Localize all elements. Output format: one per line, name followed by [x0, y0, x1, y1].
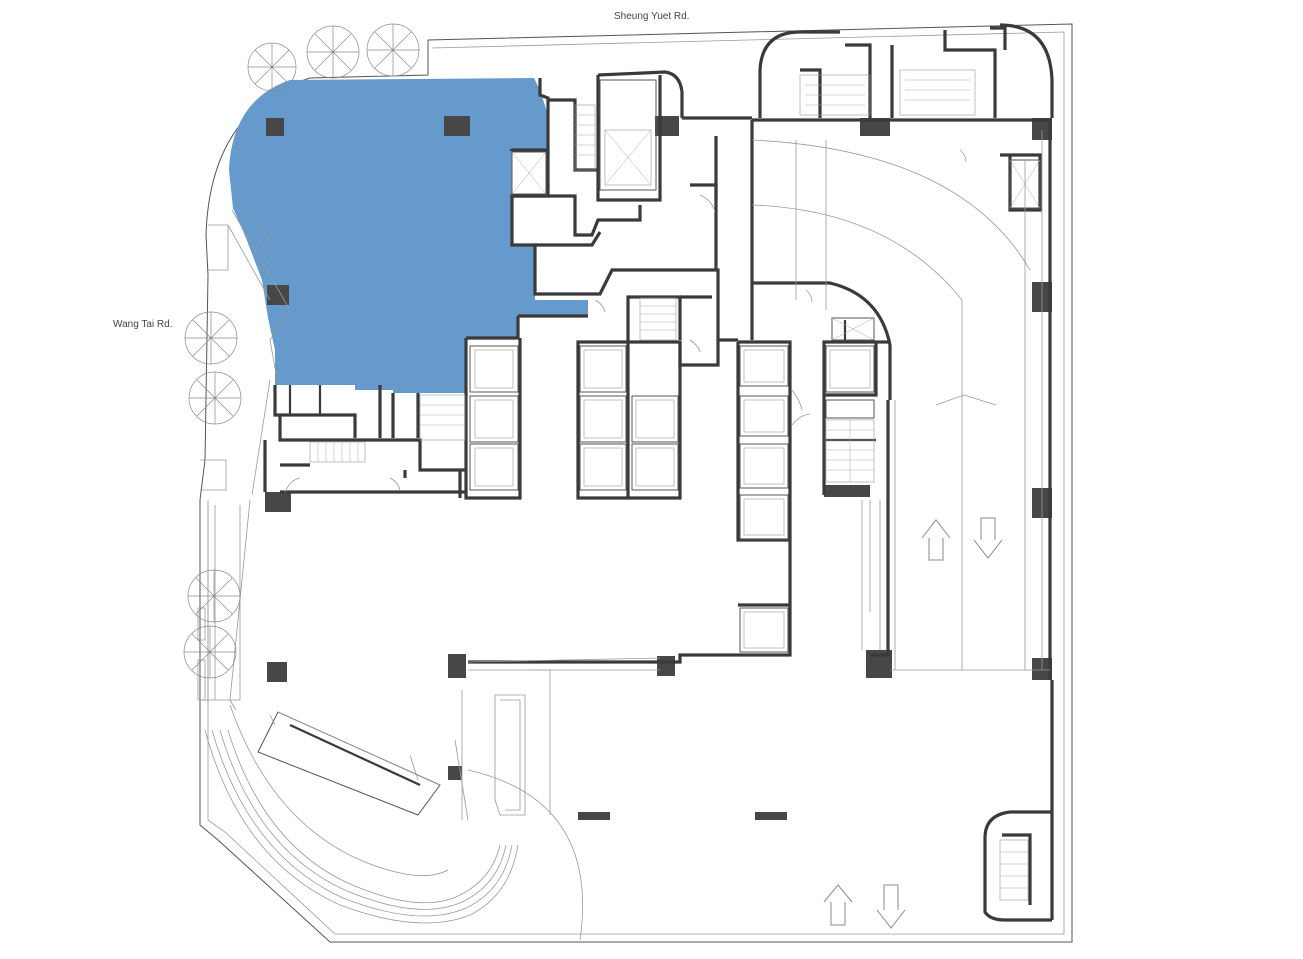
lift-cells	[469, 79, 1041, 653]
driveway	[751, 130, 1050, 671]
arrow-down-icon	[973, 517, 1003, 559]
street-label-sheung-yuet: Sheung Yuet Rd.	[614, 11, 689, 22]
arrow-up-icon	[823, 884, 853, 926]
arrow-up-icon	[921, 519, 951, 561]
street-label-wang-tai: Wang Tai Rd.	[113, 319, 172, 330]
highlighted-area[interactable]	[229, 78, 588, 393]
stairs	[309, 69, 1029, 901]
walls	[263, 23, 1054, 922]
loading-dock	[257, 711, 441, 816]
arrow-down-icon	[876, 884, 906, 929]
door-swings	[247, 149, 967, 493]
access-road	[204, 657, 661, 941]
trees	[183, 23, 420, 679]
structural-columns	[265, 116, 1052, 820]
west-edge	[197, 209, 291, 711]
traffic-arrows	[823, 517, 1003, 929]
